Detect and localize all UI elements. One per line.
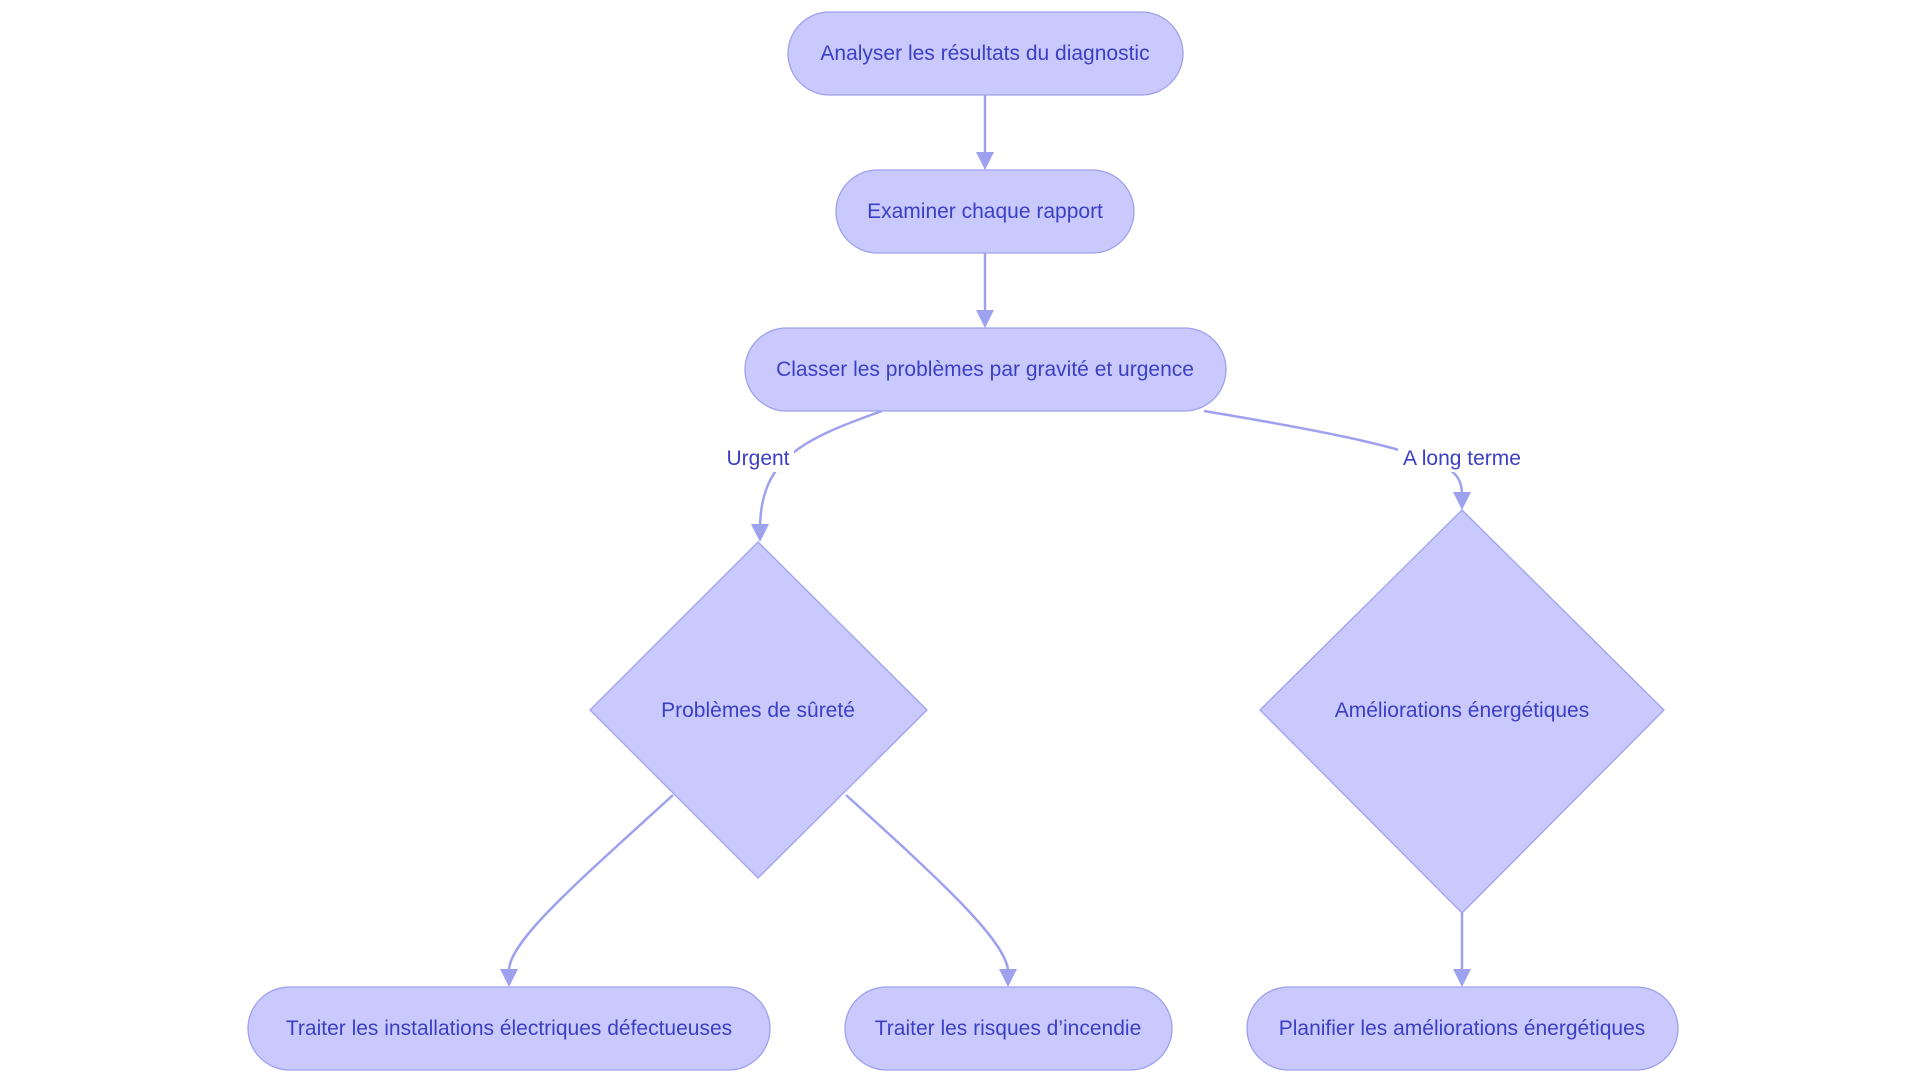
- node-electrique: Traiter les installations électriques dé…: [247, 986, 771, 1071]
- node-planifier-label: Planifier les améliorations énergétiques: [1279, 1017, 1646, 1040]
- node-surete-label: Problèmes de sûreté: [661, 699, 855, 722]
- node-incendie: Traiter les risques d’incendie: [844, 986, 1173, 1071]
- edge-label-urgent: Urgent: [722, 444, 794, 472]
- node-surete: Problèmes de sûreté: [589, 541, 928, 879]
- node-examiner-label: Examiner chaque rapport: [867, 200, 1103, 223]
- node-incendie-label: Traiter les risques d’incendie: [875, 1017, 1142, 1040]
- node-classer: Classer les problèmes par gravité et urg…: [744, 327, 1227, 412]
- node-electrique-label: Traiter les installations électriques dé…: [286, 1017, 732, 1040]
- node-incendie-shape: [844, 986, 1173, 1071]
- node-analyser-shape: [787, 11, 1184, 96]
- node-energie-label: Améliorations énergétiques: [1335, 699, 1589, 722]
- node-analyser: Analyser les résultats du diagnostic: [787, 11, 1184, 96]
- edge-surete-electrique: [507, 794, 674, 971]
- arrowhead-electrique: [500, 969, 518, 987]
- arrowhead-planifier: [1453, 969, 1471, 987]
- edge-label-urgent-text: Urgent: [726, 447, 789, 470]
- edge-surete-incendie: [845, 794, 1010, 971]
- arrowhead-classer: [976, 310, 994, 328]
- edge-label-urgent-bg: [722, 444, 794, 472]
- node-examiner-shape: [835, 169, 1135, 254]
- arrowhead-surete: [751, 524, 769, 542]
- arrowhead-examiner: [976, 152, 994, 170]
- arrowhead-energie: [1453, 492, 1471, 510]
- node-electrique-shape: [247, 986, 771, 1071]
- node-planifier: Planifier les améliorations énergétiques: [1246, 986, 1679, 1071]
- node-examiner: Examiner chaque rapport: [835, 169, 1135, 254]
- node-classer-label: Classer les problèmes par gravité et urg…: [776, 358, 1194, 381]
- edge-label-long-terme-bg: [1398, 444, 1526, 472]
- node-energie-shape: [1259, 509, 1665, 914]
- edge-label-long-terme: A long terme: [1398, 444, 1526, 472]
- node-surete-shape: [589, 541, 928, 879]
- node-analyser-label: Analyser les résultats du diagnostic: [820, 42, 1149, 65]
- node-energie: Améliorations énergétiques: [1259, 509, 1665, 914]
- node-classer-shape: [744, 327, 1227, 412]
- arrowhead-incendie: [999, 969, 1017, 987]
- node-planifier-shape: [1246, 986, 1679, 1071]
- edge-label-long-terme-text: A long terme: [1403, 447, 1521, 470]
